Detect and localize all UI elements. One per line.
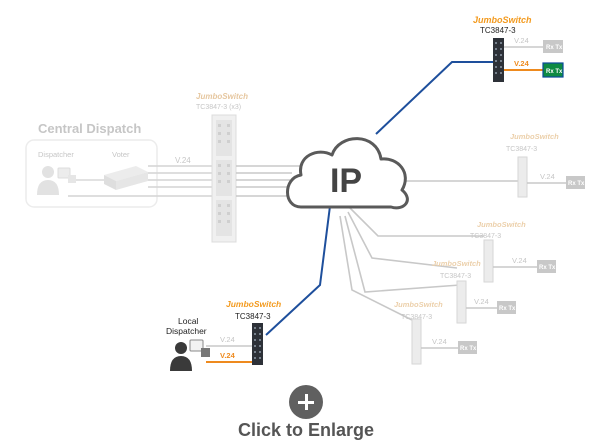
local-title-line2: Dispatcher	[166, 326, 207, 336]
top-switch-model: TC3847-3	[480, 26, 516, 35]
top-switch-brand: JumboSwitch	[473, 15, 532, 25]
right1-rx-box	[566, 176, 585, 189]
top-switch-icon	[493, 38, 504, 82]
top-switch-v24-1: V.24	[514, 36, 529, 45]
main-switch-model: TC3847-3 (x3)	[196, 104, 241, 111]
central-dispatcher-person-icon	[37, 166, 76, 195]
main-switch-stack-icon	[211, 114, 237, 243]
local-dispatcher-person-icon	[170, 339, 210, 371]
right2-brand: JumboSwitch	[477, 220, 526, 229]
ip-cloud-icon	[286, 137, 409, 210]
right2-rx-label: Rx Tx	[539, 265, 556, 271]
top-switch-v24-2: V.24	[514, 59, 530, 68]
click-to-enlarge-link[interactable]: Click to Enlarge	[237, 420, 375, 440]
right4-v24: V.24	[432, 337, 447, 346]
main-switch-brand: JumboSwitch	[196, 92, 248, 101]
right4-brand: JumboSwitch	[394, 300, 443, 309]
right4-rx-box	[458, 341, 477, 354]
right3-v24: V.24	[474, 297, 489, 306]
right3-rx-box	[497, 301, 516, 314]
right2-v24: V.24	[512, 256, 527, 265]
voter-device-icon	[104, 166, 148, 190]
dispatcher-label: Dispatcher	[38, 150, 74, 159]
right1-brand: JumboSwitch	[510, 132, 559, 141]
right2-rx-box	[537, 260, 556, 273]
cloud-to-local-switch-line	[265, 205, 331, 336]
right1-model: TC3847-3	[506, 146, 537, 153]
right3-model: TC3847-3	[440, 273, 471, 280]
right3-brand: JumboSwitch	[432, 259, 481, 268]
voter-label: Voter	[112, 150, 130, 159]
local-title-line1: Local	[178, 316, 198, 326]
local-v24-1: V.24	[220, 335, 235, 344]
local-v24-2: V.24	[220, 351, 236, 360]
top-switch-rx1-box	[543, 40, 563, 53]
switch-to-cloud-lines	[236, 165, 300, 197]
top-switch-rx1-label: Rx Tx	[546, 45, 563, 51]
local-switch-icon	[252, 323, 263, 365]
local-switch-model: TC3847-3	[235, 312, 271, 321]
cloud-to-top-switch-line	[375, 61, 493, 135]
right1-switch-icon	[517, 156, 528, 198]
right1-rx-label: Rx Tx	[568, 181, 585, 187]
right4-switch-icon	[411, 318, 422, 365]
central-to-switch-lines	[68, 165, 212, 197]
central-dispatch-title: Central Dispatch	[38, 121, 141, 136]
right1-v24: V.24	[540, 172, 555, 181]
right2-switch-icon	[483, 239, 494, 283]
local-switch-brand: JumboSwitch	[226, 299, 281, 309]
top-switch-rx2-box	[542, 62, 564, 78]
cloud-to-remote-lines	[339, 180, 518, 321]
right2-model: TC3847-3	[470, 233, 501, 240]
right4-model: TC3847-3	[401, 314, 432, 321]
cloud-ip-label: IP	[330, 162, 362, 200]
top-switch-rx2-label: Rx Tx	[546, 69, 563, 75]
right3-rx-label: Rx Tx	[499, 306, 516, 312]
central-v24-label: V.24	[175, 156, 191, 165]
right3-switch-icon	[456, 280, 467, 324]
enlarge-plus-icon[interactable]	[289, 385, 323, 419]
right4-rx-label: Rx Tx	[460, 346, 477, 352]
